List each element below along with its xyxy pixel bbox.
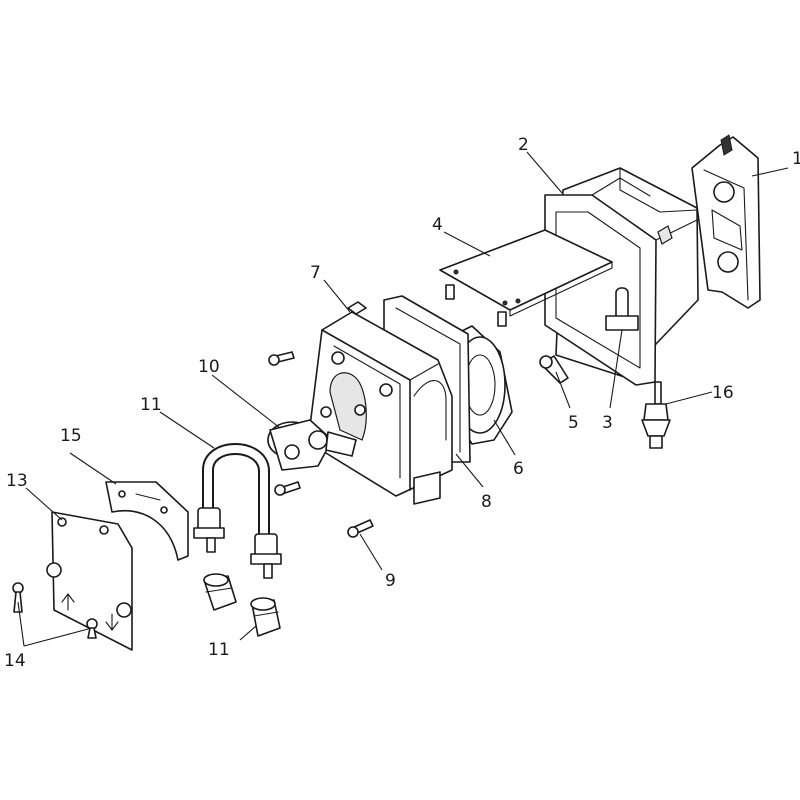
callout-10: 10 xyxy=(198,357,220,377)
part-10-rotor xyxy=(267,419,357,471)
part-3-internal-pin xyxy=(605,287,639,331)
callout-4: 4 xyxy=(432,215,443,235)
part-4-circuit-board xyxy=(439,229,613,327)
callout-13: 13 xyxy=(6,471,28,491)
part-14-screws xyxy=(12,582,98,639)
callout-11-tube: 11 xyxy=(140,395,162,415)
callout-3: 3 xyxy=(602,413,613,433)
part-11-u-tube xyxy=(193,443,282,579)
leader-lines xyxy=(17,151,789,647)
callout-8: 8 xyxy=(481,492,492,512)
callout-16: 16 xyxy=(712,383,734,403)
callout-9: 9 xyxy=(385,571,396,591)
callout-labels: 1 2 3 4 5 6 7 8 9 10 11 11 13 14 15 16 xyxy=(4,135,800,671)
part-5-screw xyxy=(539,355,569,384)
part-16-fitting xyxy=(641,381,671,449)
callout-5: 5 xyxy=(568,413,579,433)
part-13-cover-plate xyxy=(46,511,133,651)
part-9-screws xyxy=(268,351,374,538)
callout-1: 1 xyxy=(792,149,800,169)
callout-2: 2 xyxy=(518,135,529,155)
callout-7: 7 xyxy=(310,263,321,283)
part-1-wall-bracket xyxy=(691,134,761,309)
part-15-gasket xyxy=(105,481,189,561)
callout-14: 14 xyxy=(4,651,26,671)
callout-11-fittings: 11 xyxy=(208,640,230,660)
callout-6: 6 xyxy=(513,459,524,479)
callout-15: 15 xyxy=(60,426,82,446)
part-11-fittings xyxy=(203,573,281,637)
